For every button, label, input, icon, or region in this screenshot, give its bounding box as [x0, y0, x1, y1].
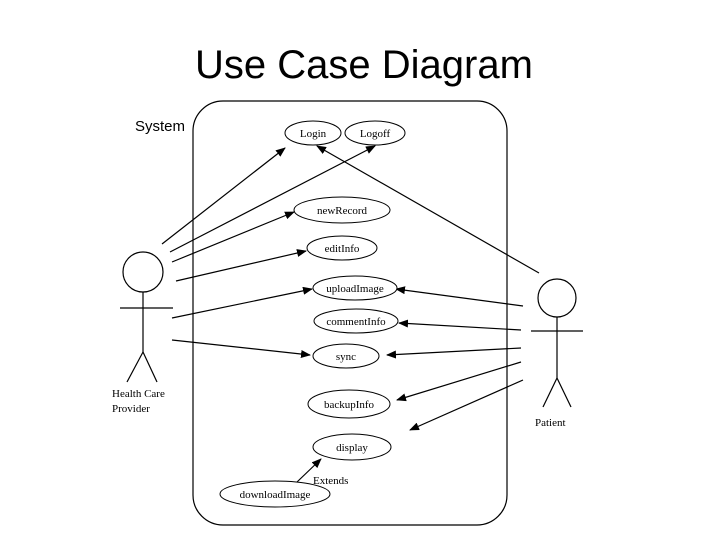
arrow-provider-uploadimage: [171, 286, 313, 319]
use-case-login: Login: [284, 120, 342, 146]
provider-label-line2: Provider: [112, 403, 150, 415]
patient-head: [537, 278, 577, 318]
use-case-display: display: [312, 433, 392, 461]
use-case-commentinfo: commentInfo: [313, 308, 399, 334]
provider-right-leg: [142, 351, 158, 383]
use-case-logoff-label: Logoff: [360, 128, 391, 140]
provider-label-line1: Health Care: [112, 388, 165, 400]
use-case-editinfo-shape: [306, 235, 378, 261]
arrow-provider-newrecord: [171, 211, 295, 263]
use-case-sync: sync: [312, 343, 380, 369]
use-case-display-label: display: [336, 442, 368, 454]
use-case-display-shape: [312, 433, 392, 461]
arrow-provider-login: [161, 147, 286, 245]
diagram-title: Use Case Diagram: [195, 43, 533, 87]
use-case-backupinfo-shape: [307, 389, 391, 419]
arrow-patient-sync: [386, 347, 522, 359]
health-care-provider-actor: [120, 251, 173, 383]
use-case-newrecord: newRecord: [293, 196, 391, 224]
use-case-downloadimage: downloadImage: [219, 480, 331, 508]
use-case-login-shape: [284, 120, 342, 146]
use-case-editinfo: editInfo: [306, 235, 378, 261]
arrow-extends: [296, 458, 322, 483]
use-case-commentinfo-shape: [313, 308, 399, 334]
patient-label: Patient: [535, 417, 566, 429]
patient-actor: [531, 278, 583, 408]
use-case-sync-label: sync: [336, 351, 356, 363]
arrow-provider-editinfo: [175, 249, 307, 282]
use-case-backupinfo: backupInfo: [307, 389, 391, 419]
use-case-sync-shape: [312, 343, 380, 369]
use-case-editinfo-label: editInfo: [325, 243, 360, 255]
system-boundary: [192, 100, 508, 526]
arrow-patient-login: [316, 145, 540, 274]
arrow-patient-backupinfo: [396, 361, 522, 402]
arrow-patient-commentinfo: [398, 319, 522, 331]
arrow-patient-display: [409, 379, 524, 431]
use-case-login-label: Login: [300, 128, 327, 140]
arrow-patient-uploadimage: [395, 286, 524, 307]
patient-right-leg: [556, 377, 572, 408]
provider-head: [122, 251, 164, 293]
system-label: System: [135, 118, 185, 135]
use-case-downloadimage-label: downloadImage: [240, 489, 311, 501]
patient-left-leg: [542, 377, 558, 408]
provider-left-leg: [126, 351, 144, 383]
use-case-commentinfo-label: commentInfo: [326, 316, 386, 328]
arrow-provider-logoff: [169, 145, 376, 253]
use-case-newrecord-shape: [293, 196, 391, 224]
arrow-provider-sync: [171, 339, 311, 359]
use-case-uploadimage-shape: [312, 275, 398, 301]
use-case-logoff-shape: [344, 120, 406, 146]
extends-label: Extends: [313, 475, 348, 487]
use-case-logoff: Logoff: [344, 120, 406, 146]
use-case-backupinfo-label: backupInfo: [324, 399, 375, 411]
use-case-uploadimage: uploadImage: [312, 275, 398, 301]
use-case-uploadimage-label: uploadImage: [326, 283, 384, 295]
use-case-downloadimage-shape: [219, 480, 331, 508]
use-case-newrecord-label: newRecord: [317, 205, 368, 217]
